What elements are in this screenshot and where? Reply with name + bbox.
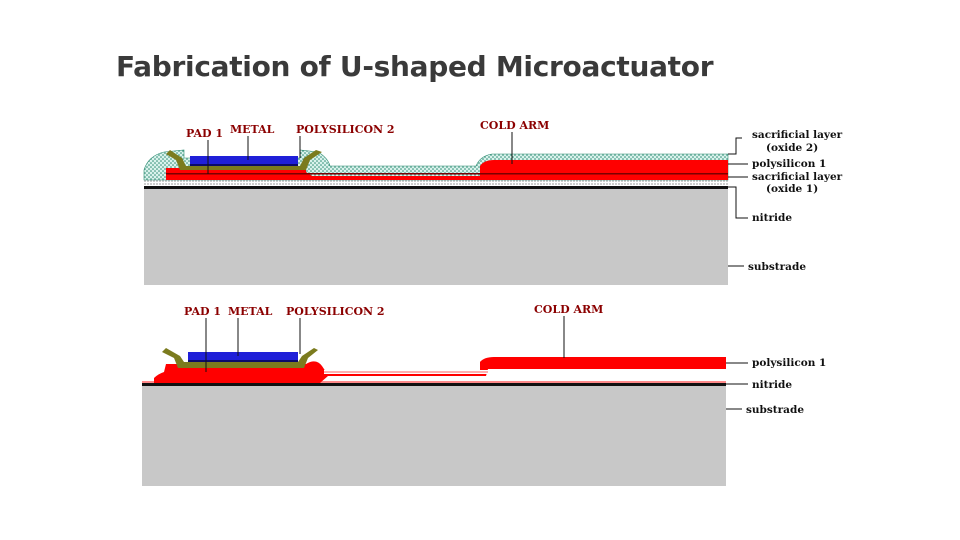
bottom-label-poly2: POLYSILICON 2 (286, 305, 385, 318)
top-poly1-dark-line (166, 173, 728, 175)
bottom-label-metal: METAL (228, 305, 273, 318)
bottom-legend-substrate: substrade (746, 404, 804, 416)
bottom-cross-section: PAD 1 METAL POLYSILICON 2 COLD ARM polys… (142, 303, 826, 486)
top-nitride-layer (144, 186, 728, 189)
top-label-cold-arm: COLD ARM (480, 119, 549, 132)
top-leader-oxide2 (728, 137, 742, 155)
bottom-label-pad: PAD 1 (184, 305, 221, 318)
bottom-label-cold-arm: COLD ARM (534, 303, 603, 316)
top-oxide1-layer (144, 180, 728, 186)
bottom-legend-poly1: polysilicon 1 (752, 357, 826, 369)
top-label-poly2: POLYSILICON 2 (296, 123, 395, 136)
top-polysilicon1 (166, 160, 728, 180)
bottom-metal (188, 352, 298, 361)
top-metal-shadow (190, 164, 298, 166)
top-legend-oxide2-line1: sacrificial layer (752, 129, 843, 141)
bottom-metal-shadow (188, 360, 298, 362)
bottom-poly1-thin-run-fill (324, 371, 488, 373)
slide-title: Fabrication of U-shaped Microactuator (116, 50, 714, 83)
top-label-metal: METAL (230, 123, 275, 136)
bottom-nitride-layer (142, 383, 726, 386)
bottom-polysilicon1 (154, 357, 726, 383)
bottom-polysilicon2 (162, 348, 318, 368)
top-substrate (144, 189, 728, 285)
top-legend-oxide1-line1: sacrificial layer (752, 171, 843, 183)
bottom-substrate (142, 386, 726, 486)
top-cross-section: PAD 1 METAL POLYSILICON 2 COLD ARM sacri… (143, 119, 843, 285)
top-legend-nitride: nitride (752, 212, 792, 224)
top-legend-poly1: polysilicon 1 (752, 158, 826, 170)
top-legend-oxide1-line2: (oxide 1) (766, 183, 818, 195)
top-metal (190, 156, 298, 165)
bottom-thin-line (142, 381, 726, 383)
top-legend-substrate: substrade (748, 261, 806, 273)
top-label-pad: PAD 1 (186, 127, 223, 140)
top-leader-nitride (728, 186, 748, 219)
top-legend-oxide2-line2: (oxide 2) (766, 142, 818, 154)
bottom-legend-nitride: nitride (752, 379, 792, 391)
